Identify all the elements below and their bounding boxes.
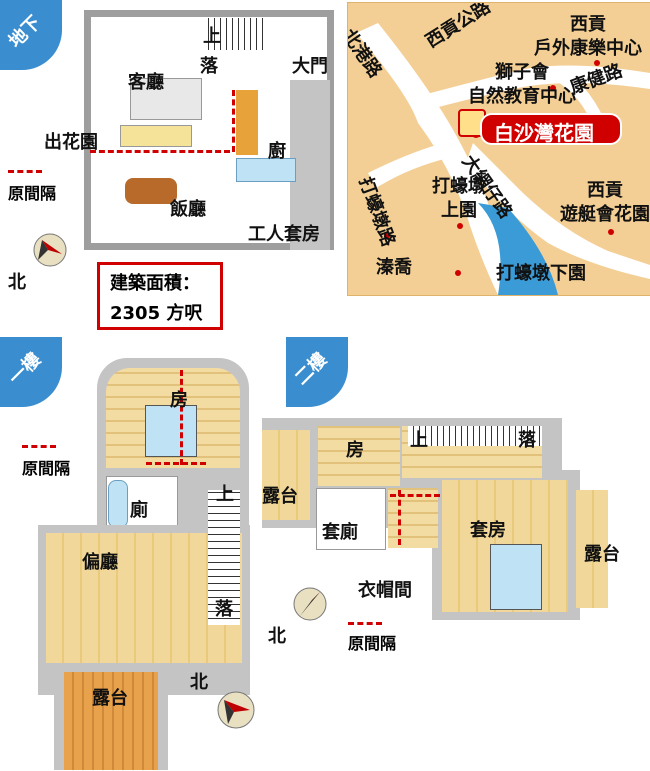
second-floor-ensuite	[316, 488, 386, 550]
second-floor-room-label: 房	[346, 440, 364, 461]
basement-main-door-label: 大門	[292, 56, 328, 77]
map-label-upper-garden: 打蠔墩 上園	[432, 176, 486, 221]
first-floor-badge-text: 一樓	[4, 348, 46, 390]
basement-sofa	[120, 125, 192, 147]
second-floor-left-terrace-label: 露台	[262, 486, 298, 507]
second-floor-right-terrace-label: 露台	[584, 544, 620, 565]
second-floor-badge: 二樓	[286, 337, 348, 407]
map-label-lower-garden: 打蠔墩下園	[496, 263, 586, 284]
second-floor-wardrobe-label: 衣帽間	[358, 580, 412, 601]
basement-legend-text: 原間隔	[8, 184, 57, 203]
first-floor-up-label: 上	[216, 484, 234, 505]
basement-up-label: 上	[203, 26, 221, 47]
basement-sink	[236, 158, 296, 182]
map-label-marina: 西貢 遊艇會花園	[560, 180, 650, 225]
second-floor-down-label: 落	[518, 430, 536, 451]
basement-kitchen-counter	[236, 90, 258, 155]
basement-north-label: 北	[8, 272, 26, 293]
first-floor-terrace	[64, 672, 158, 770]
north-arrow-icon	[30, 230, 70, 270]
basement-living-label: 客廳	[128, 72, 164, 93]
second-floor-north-arrow-icon	[290, 584, 330, 624]
first-floor-bath-label: 廁	[130, 500, 148, 521]
second-floor-suite-label: 套房	[470, 520, 506, 541]
first-floor-north-arrow-icon	[214, 688, 258, 732]
first-floor-badge: 一樓	[0, 337, 62, 407]
basement-legend-line	[8, 170, 42, 173]
first-floor-bed	[145, 405, 197, 457]
basement-badge-text: 地下	[4, 11, 46, 53]
second-floor-left-terrace	[262, 430, 310, 520]
second-floor-legend-text: 原間隔	[348, 634, 397, 653]
second-floor-badge-text: 二樓	[290, 348, 332, 390]
first-floor-old-partition-v	[180, 370, 183, 465]
first-floor-old-partition-h	[146, 462, 206, 465]
second-floor-old-partition-h	[390, 494, 440, 497]
area-box: 建築面積： 2305 方呎	[97, 262, 223, 330]
basement-old-partition-h	[90, 150, 230, 153]
first-floor-terrace-label: 露台	[92, 688, 128, 709]
second-floor-stairs	[408, 426, 542, 446]
first-floor-legend-text: 原間隔	[22, 459, 71, 478]
second-floor-ensuite-label: 套廁	[322, 522, 358, 543]
first-floor-side-hall-label: 偏廳	[82, 552, 118, 573]
basement-kitchen-label: 廚	[268, 141, 286, 162]
map-label-outdoor-centre: 西貢 戶外康樂中心	[534, 14, 642, 59]
first-floor-legend-line	[22, 445, 56, 448]
first-floor-down-label: 落	[215, 599, 233, 620]
basement-maid-room-label: 工人套房	[248, 224, 320, 245]
basement-badge: 地下	[0, 0, 62, 70]
area-line1: 建築面積：	[110, 273, 200, 294]
map-label-chan-kiu: 溱喬	[376, 257, 412, 278]
location-map: 北港路 西貢公路 西貢 戶外康樂中心 康健路 獅子會 自然教育中心 白沙灣花園 …	[347, 2, 650, 296]
second-floor-up-label: 上	[410, 430, 428, 451]
second-floor-legend-line	[348, 622, 382, 625]
map-estate-label: 白沙灣花園	[494, 121, 594, 145]
map-label-lions-centre: 獅子會 自然教育中心	[468, 62, 576, 107]
basement-dining-label: 飯廳	[170, 199, 206, 220]
first-floor-stairs	[208, 490, 240, 625]
second-floor-old-partition-v	[398, 490, 401, 545]
second-floor-suite-bed	[490, 544, 542, 610]
area-line2: 2305 方呎	[110, 303, 203, 324]
first-floor-room-label: 房	[170, 390, 188, 411]
second-floor-north-label: 北	[268, 626, 286, 647]
basement-service-block	[290, 80, 330, 250]
basement-old-partition-v	[232, 90, 235, 152]
basement-coffee-table	[130, 78, 202, 120]
second-floor-wardrobe	[388, 488, 438, 548]
basement-dining-table	[125, 178, 177, 204]
second-floor-right-terrace	[576, 490, 608, 608]
basement-garden-exit-label: 出花園	[44, 132, 98, 153]
first-floor-tub	[108, 480, 128, 528]
second-floor-room	[318, 426, 400, 486]
first-floor-north-label: 北	[190, 672, 208, 693]
basement-stair-block	[203, 18, 268, 50]
basement-down-label: 落	[200, 56, 218, 77]
map-estate-label-box: 白沙灣花園	[480, 113, 622, 145]
